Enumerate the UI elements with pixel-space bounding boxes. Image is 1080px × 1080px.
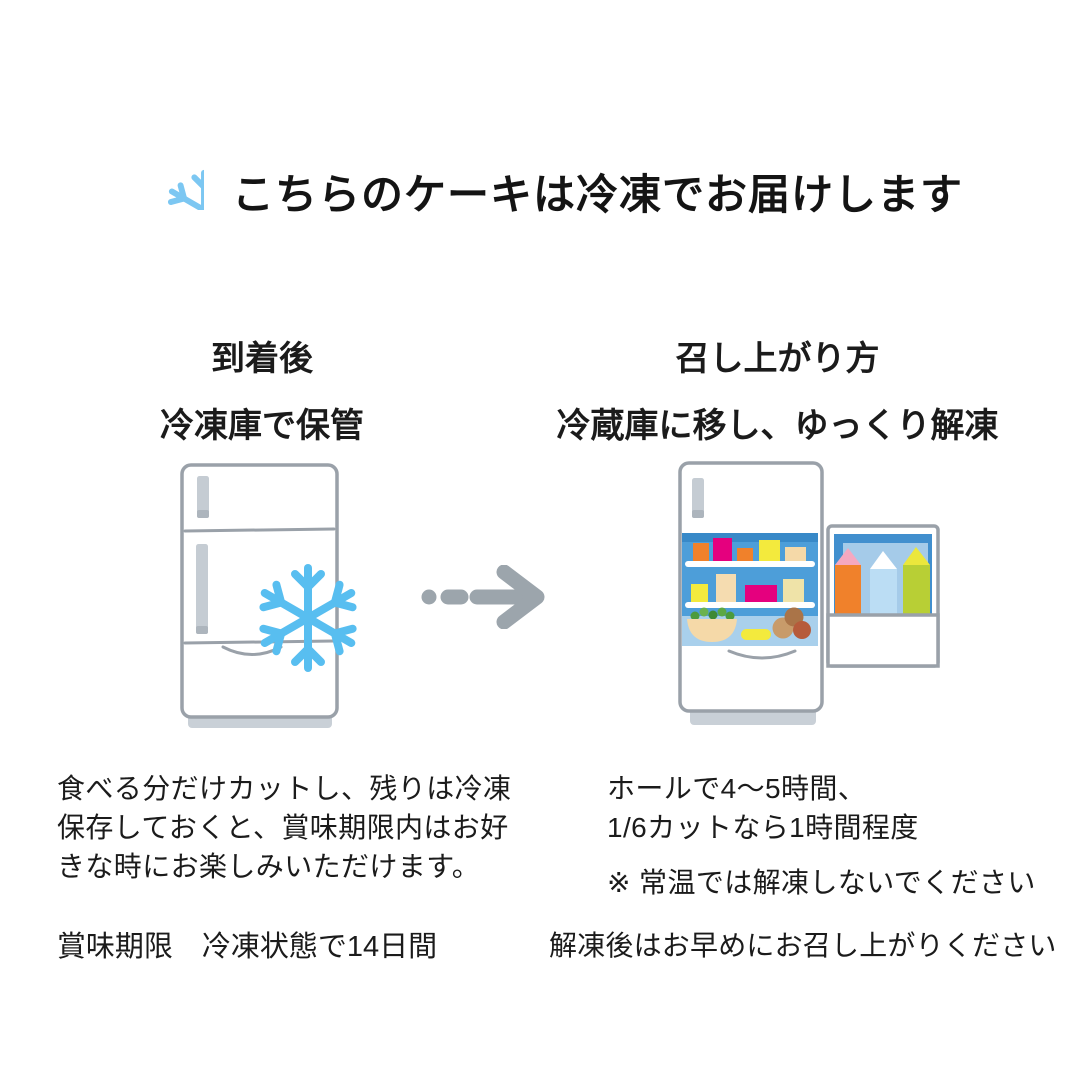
fridge-door-handle xyxy=(196,544,208,634)
open-door xyxy=(826,524,940,668)
right-column-heading: 召し上がり方 xyxy=(675,340,880,379)
left-column-subheading: 冷凍庫で保管 xyxy=(160,407,364,445)
fridge-door-handle-tip xyxy=(196,626,208,634)
right-description: ホールで4〜5時間、 1/6カットなら1時間程度 xyxy=(607,769,919,847)
shelf xyxy=(685,561,815,567)
right-column-subheading: 冷蔵庫に移し、ゆっくり解凍 xyxy=(556,407,999,445)
drawer-handle-curve xyxy=(727,649,797,660)
left-description-line: きな時にお楽しみいただけます。 xyxy=(57,851,481,882)
shelf xyxy=(685,602,815,608)
fridge-base xyxy=(690,709,816,725)
shelf-life-note: 賞味期限 冷凍状態で14日間 xyxy=(56,931,438,963)
closed-freezer-illustration xyxy=(180,463,380,728)
fridge-door-divider xyxy=(183,527,336,533)
food-middle-shelf xyxy=(691,574,804,602)
food-top-shelf xyxy=(693,538,806,561)
banana xyxy=(741,629,771,640)
fridge-interior xyxy=(682,533,818,646)
right-description-line: 1/6カットなら1時間程度 xyxy=(607,812,919,843)
left-description-line: 保存しておくと、賞味期限内はお好 xyxy=(57,812,509,843)
freezer-door-handle-tip xyxy=(692,510,704,518)
freezer-door-handle xyxy=(197,476,209,518)
page-title: こちらのケーキは冷凍でお届けします xyxy=(232,171,964,219)
freezer-door-handle xyxy=(692,478,704,518)
door-shelf-pocket xyxy=(826,613,940,668)
left-description-line: 食べる分だけカットし、残りは冷凍 xyxy=(57,773,512,804)
arrow-dot xyxy=(421,589,437,605)
door-cartons xyxy=(835,547,930,616)
dashed-right-arrow-icon xyxy=(421,565,545,629)
salad-bowl xyxy=(687,619,737,642)
food-bottom-shelf xyxy=(687,607,811,642)
caution-note: ※ 常温では解凍しないでください xyxy=(607,867,1036,898)
after-thaw-note: 解凍後はお早めにお召し上がりください xyxy=(549,930,1057,961)
open-refrigerator-illustration xyxy=(678,461,940,725)
left-column-heading: 到着後 xyxy=(211,340,313,379)
freezer-door-handle-tip xyxy=(197,510,209,518)
potato xyxy=(793,621,811,639)
right-description-line: ホールで4〜5時間、 xyxy=(607,773,867,804)
snowflake-icon xyxy=(112,118,204,210)
arrow-head xyxy=(496,565,545,629)
left-description: 食べる分だけカットし、残りは冷凍 保存しておくと、賞味期限内はお好 きな時にお楽… xyxy=(57,769,511,886)
